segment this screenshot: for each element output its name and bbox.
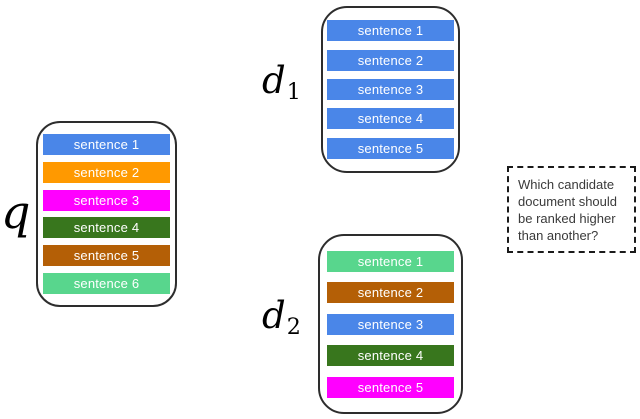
doc2-label: d2 — [262, 297, 301, 338]
sentence-bar: sentence 5 — [327, 137, 454, 159]
sentence-bar: sentence 4 — [43, 217, 170, 239]
doc1-label: d1 — [262, 62, 301, 103]
sentence-bar: sentence 2 — [327, 49, 454, 71]
sentence-bar: sentence 1 — [327, 20, 454, 42]
question-box: Which candidate document should be ranke… — [507, 166, 636, 253]
query-box: sentence 1 sentence 2 sentence 3 sentence 4… — [36, 121, 177, 307]
doc1-label-letter: d — [262, 59, 286, 102]
doc1-box: sentence 1 sentence 2 sentence 3 sentence 4… — [321, 6, 460, 173]
question-line: be ranked higher — [518, 211, 616, 226]
sentence-bar: sentence 6 — [43, 273, 170, 295]
doc1-label-subscript: 1 — [286, 78, 301, 105]
sentence-bar: sentence 5 — [43, 245, 170, 267]
doc2-label-letter: d — [262, 294, 286, 337]
question-line: Which candidate — [518, 177, 615, 192]
sentence-bar: sentence 5 — [327, 376, 454, 398]
sentence-bar: sentence 1 — [327, 250, 454, 272]
question-line: than another? — [518, 228, 599, 243]
sentence-bar: sentence 4 — [327, 345, 454, 366]
query-label: q — [1, 189, 30, 235]
query-label-letter: q — [1, 185, 31, 239]
sentence-bar: sentence 3 — [43, 189, 170, 211]
sentence-bar: sentence 1 — [43, 133, 170, 155]
doc2-label-subscript: 2 — [286, 313, 301, 340]
sentence-bar: sentence 4 — [327, 108, 454, 130]
doc2-box: sentence 1 sentence 2 sentence 3 sentence 4… — [318, 234, 463, 414]
sentence-bar: sentence 3 — [327, 78, 454, 100]
question-line: document should — [518, 194, 618, 209]
sentence-bar: sentence 3 — [327, 313, 454, 335]
sentence-bar: sentence 2 — [43, 161, 170, 183]
sentence-bar: sentence 2 — [327, 282, 454, 303]
